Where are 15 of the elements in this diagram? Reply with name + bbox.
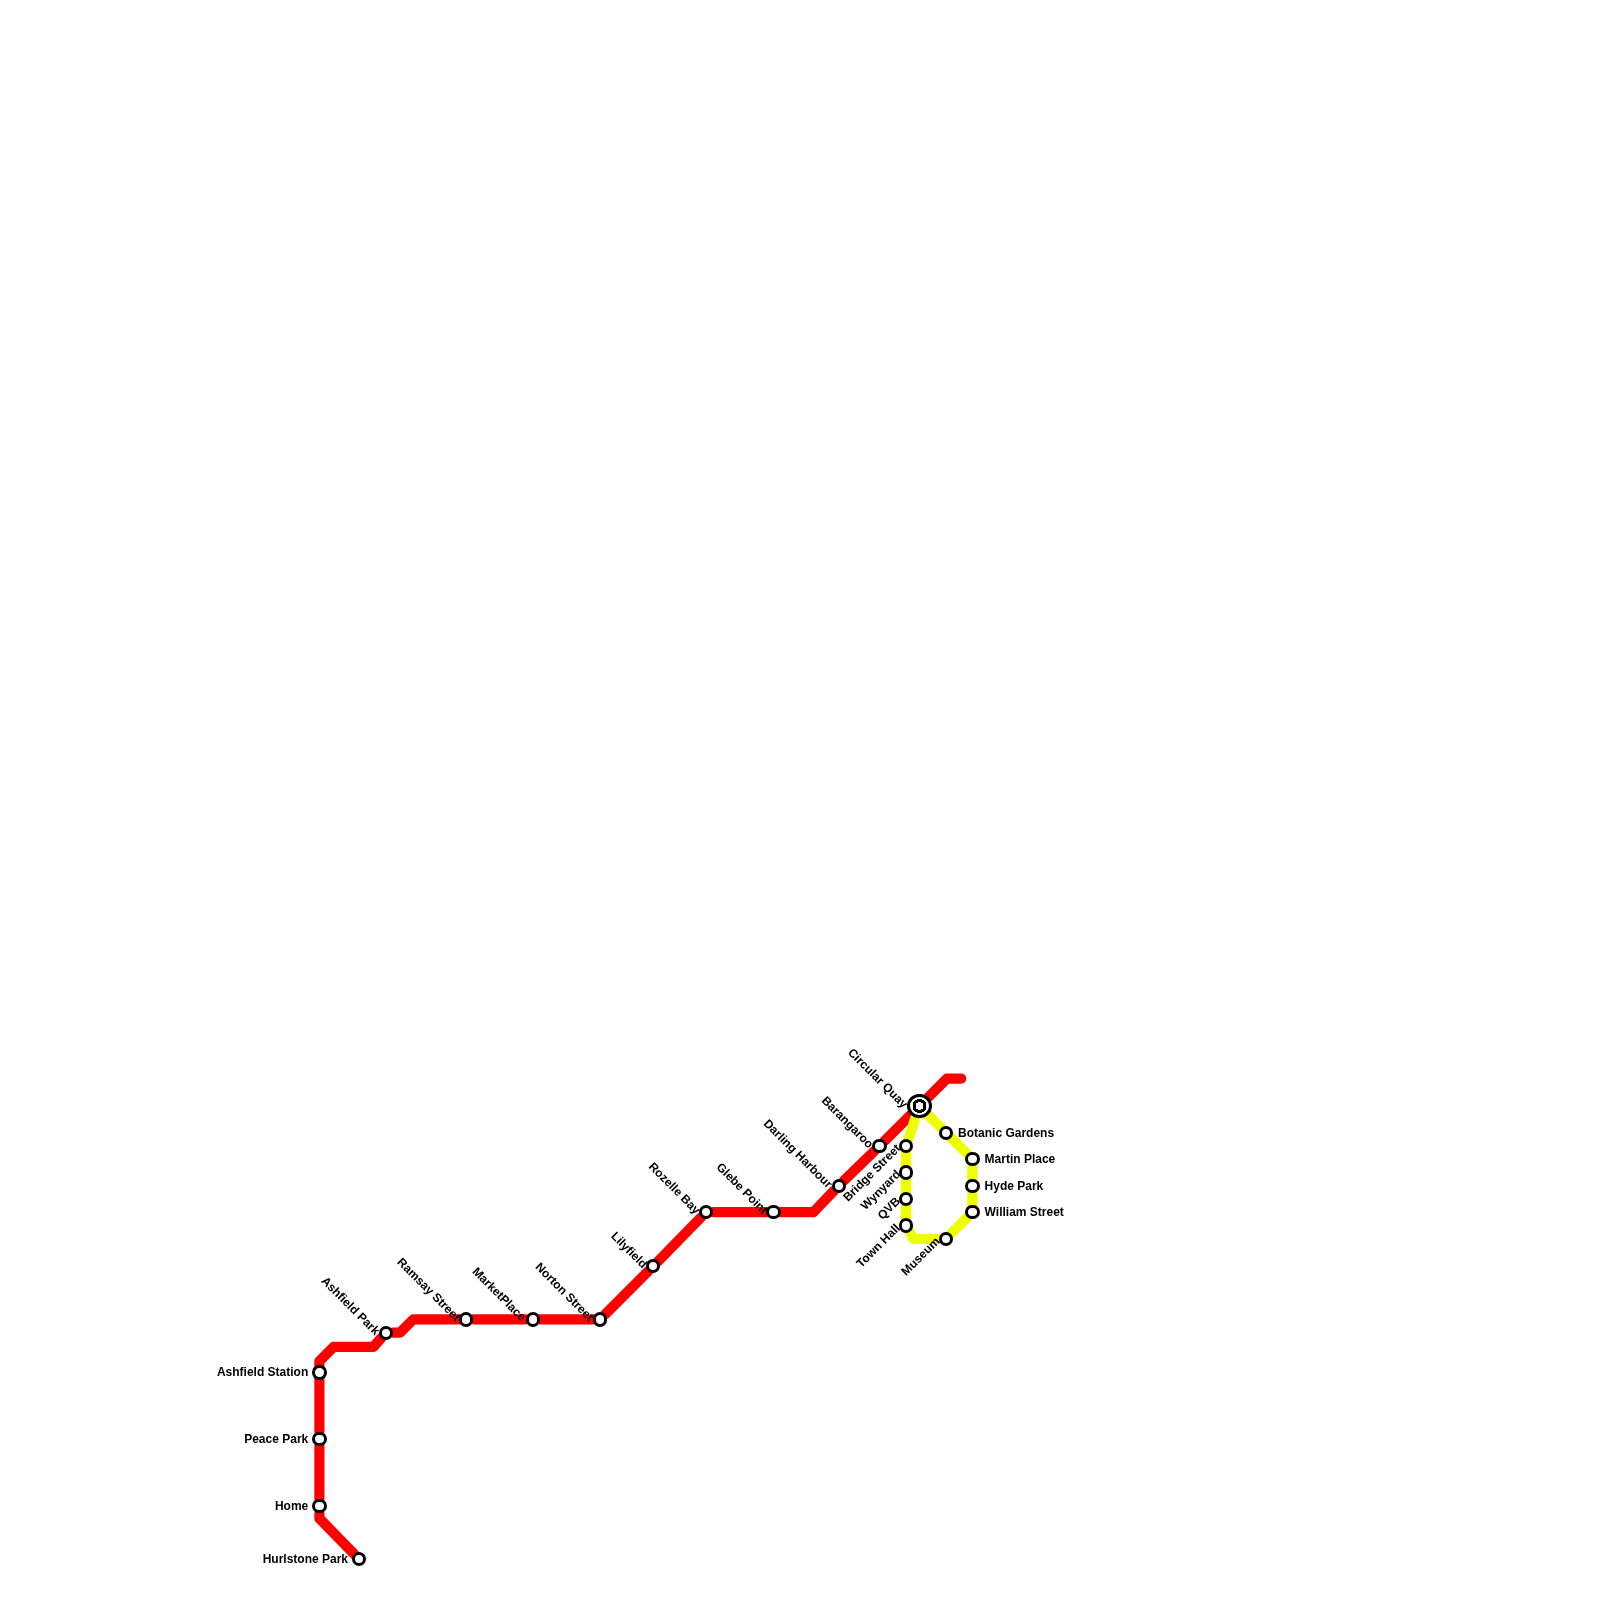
station-label: William Street <box>984 1205 1064 1220</box>
station-label: Hyde Park <box>984 1178 1044 1193</box>
rail-line <box>922 1073 967 1103</box>
station-label: Botanic Gardens <box>958 1125 1055 1140</box>
station-label: Hurlstone Park <box>262 1552 349 1567</box>
rail-line <box>945 1212 973 1239</box>
rail-line <box>600 1266 654 1320</box>
rail-line <box>945 1132 973 1160</box>
station-label: Ashfield Station <box>216 1365 309 1380</box>
rail-line <box>838 1145 880 1186</box>
station-label: Home <box>274 1499 309 1514</box>
rail-line <box>922 1109 946 1133</box>
rail-line <box>653 1212 707 1267</box>
station-label: Peace Park <box>244 1431 309 1446</box>
station-label: Martin Place <box>984 1152 1056 1167</box>
